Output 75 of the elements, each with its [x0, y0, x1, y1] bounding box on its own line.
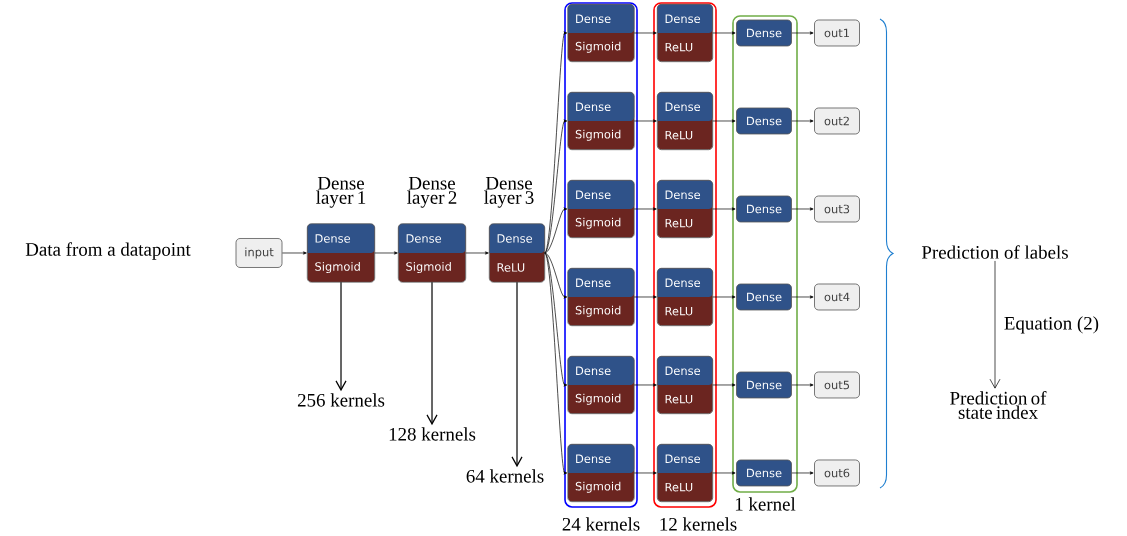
edge-label: Equation (2): [1004, 316, 1099, 334]
arrow: [712, 207, 736, 211]
arrow: [712, 383, 736, 387]
arrow: [712, 471, 736, 475]
output-box: out2: [814, 107, 860, 135]
text-label: Prediction of labels: [921, 245, 1068, 259]
output-box: out6: [814, 459, 860, 487]
kernel-count: 1 kernel: [735, 497, 796, 511]
arrow: [633, 295, 657, 299]
text-label: 64 kernels: [466, 469, 544, 483]
layer-block: Dense ReLU: [656, 179, 714, 239]
arrow: [712, 31, 736, 35]
layer-block: Dense ReLU: [656, 355, 714, 415]
dense-box: Dense: [736, 107, 792, 135]
text-label: 128 kernels: [389, 427, 476, 441]
dense-box: Dense: [736, 459, 792, 487]
arrow: [544, 252, 568, 299]
arrow: [791, 119, 814, 123]
output-box: out1: [814, 19, 860, 47]
arrow: [544, 252, 568, 387]
layer-block: Dense Sigmoid: [567, 91, 635, 151]
arrow: [791, 383, 814, 387]
group-frame: [653, 2, 717, 508]
layer-block: Dense Sigmoid: [306, 223, 376, 283]
arrow: [633, 119, 657, 123]
layer-block: Dense ReLU: [488, 223, 546, 283]
arrow: [633, 383, 657, 387]
arrow: [511, 281, 523, 468]
arrow: [989, 260, 1001, 389]
arrow: [633, 471, 657, 475]
layer-block: Dense Sigmoid: [567, 443, 635, 503]
arrow: [426, 281, 438, 426]
layer-block: Dense Sigmoid: [567, 267, 635, 327]
arrow: [791, 207, 814, 211]
group-frame: [732, 15, 798, 493]
layer-block: Dense ReLU: [656, 443, 714, 503]
layer-block: Dense Sigmoid: [567, 355, 635, 415]
layer-heading: Dense layer 1: [316, 177, 366, 208]
layer-heading: Dense layer 2: [407, 177, 457, 208]
kernel-count: 24 kernels: [562, 517, 640, 531]
arrow: [791, 471, 814, 475]
arrow: [712, 119, 736, 123]
arrow: [791, 31, 814, 35]
text-label: Prediction of state index: [950, 391, 1047, 419]
output-box: input: [235, 238, 283, 268]
dense-box: Dense: [736, 371, 792, 399]
arrow: [633, 31, 657, 35]
layer-block: Dense ReLU: [656, 3, 714, 63]
dense-box: Dense: [736, 19, 792, 47]
arrow: [544, 207, 568, 254]
layer-block: Dense Sigmoid: [567, 179, 635, 239]
arrow: [544, 252, 568, 475]
layer-block: Dense ReLU: [656, 91, 714, 151]
group-frame: [564, 2, 638, 508]
arrow: [544, 119, 568, 254]
output-box: out5: [814, 371, 860, 399]
arrow: [633, 207, 657, 211]
output-box: out3: [814, 195, 860, 223]
layer-block: Dense ReLU: [656, 267, 714, 327]
output-box: out4: [814, 283, 860, 311]
layer-block: Dense Sigmoid: [397, 223, 467, 283]
arrow: [791, 295, 814, 299]
arrow: [465, 251, 489, 255]
text-label: 256 kernels: [297, 393, 385, 407]
kernel-count: 12 kernels: [660, 517, 737, 531]
arrow: [712, 295, 736, 299]
layer-block: Dense Sigmoid: [567, 3, 635, 63]
arrow: [282, 251, 307, 255]
arrow: [374, 251, 398, 255]
dense-box: Dense: [736, 283, 792, 311]
arrow: [544, 31, 568, 254]
text-label: Data from a datapoint: [25, 242, 191, 260]
layer-heading: Dense layer 3: [484, 177, 534, 208]
dense-box: Dense: [736, 195, 792, 223]
arrow: [335, 281, 347, 392]
